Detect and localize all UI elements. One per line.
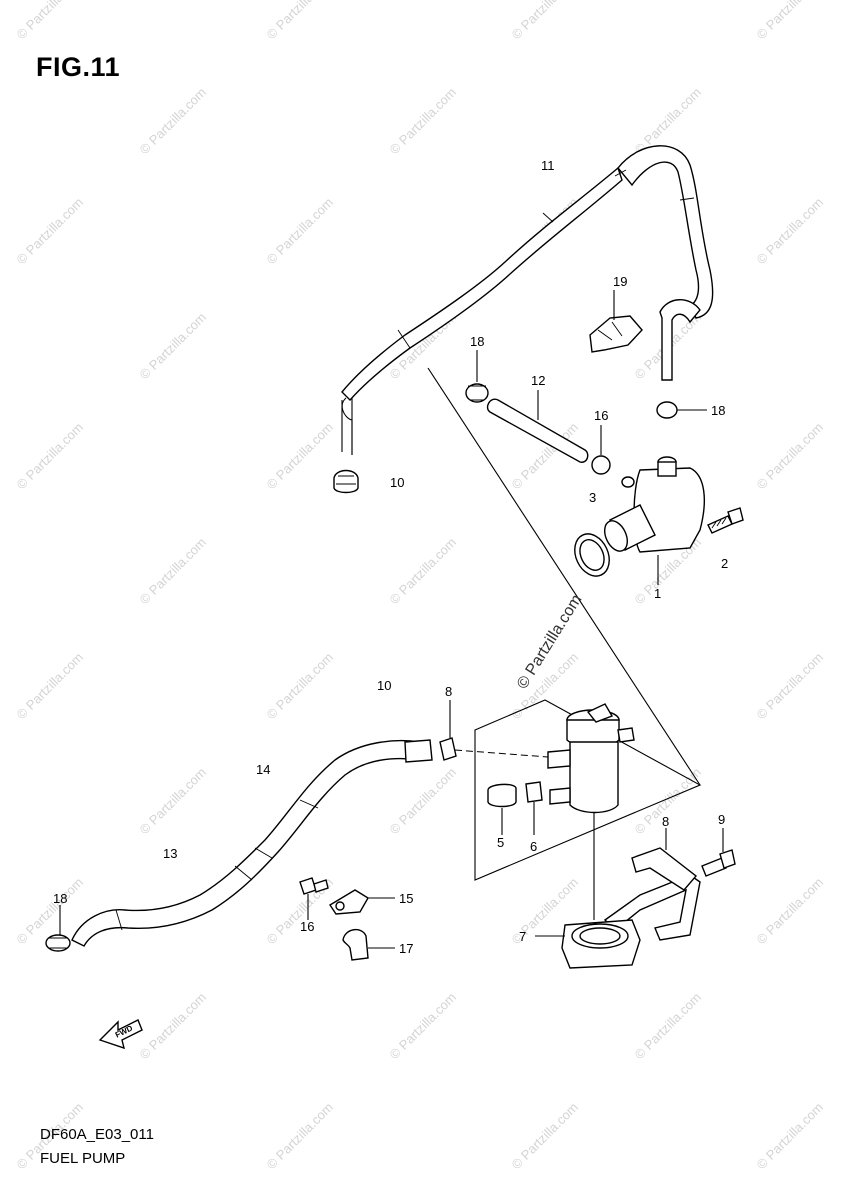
callout-8: 8 xyxy=(445,684,452,699)
callout-15: 15 xyxy=(399,891,413,906)
callout-16: 16 xyxy=(300,919,314,934)
bolt-9[interactable] xyxy=(701,828,736,877)
bolt-2[interactable] xyxy=(707,507,744,534)
watermark-text: © Partzilla.com xyxy=(264,1100,337,1173)
watermark-text: © Partzilla.com xyxy=(137,85,210,158)
watermark-text: © Partzilla.com xyxy=(509,0,582,42)
hose-clamp-18-lower[interactable] xyxy=(45,905,71,952)
watermark-layer: © Partzilla.com © Partzilla.com © Partzill… xyxy=(14,0,827,1172)
callout-labels: 11 19 18 12 18 16 3 10 2 1 10 8 14 13 5 … xyxy=(53,158,728,956)
watermark-text: © Partzilla.com xyxy=(264,420,337,493)
watermark-text: © Partzilla.com xyxy=(137,535,210,608)
callout-5: 5 xyxy=(497,835,504,850)
watermark-text: © Partzilla.com xyxy=(754,1100,827,1173)
watermark-text: © Partzilla.com xyxy=(754,875,827,948)
hose-11[interactable] xyxy=(341,145,714,455)
callout-18: 18 xyxy=(711,403,725,418)
watermark-text: © Partzilla.com xyxy=(387,990,460,1063)
callout-14: 14 xyxy=(256,762,270,777)
watermark-text: © Partzilla.com xyxy=(14,420,87,493)
callout-10: 10 xyxy=(377,678,391,693)
callout-2: 2 xyxy=(721,556,728,571)
watermark-text: © Partzilla.com xyxy=(14,195,87,268)
callout-19: 19 xyxy=(613,274,627,289)
watermark-text: © Partzilla.com xyxy=(632,990,705,1063)
callout-13: 13 xyxy=(163,846,177,861)
diagram-code: DF60A_E03_011 xyxy=(40,1126,154,1143)
fuel-pump-1[interactable] xyxy=(600,456,705,585)
watermark-text: © Partzilla.com xyxy=(754,0,827,42)
watermark-text: © Partzilla.com xyxy=(14,650,87,723)
hose-clamp-16[interactable] xyxy=(591,425,611,475)
watermark-text: © Partzilla.com xyxy=(137,990,210,1063)
watermark-text: © Partzilla.com xyxy=(754,195,827,268)
callout-9: 9 xyxy=(718,812,725,827)
watermark-text: © Partzilla.com xyxy=(509,1100,582,1173)
callout-3: 3 xyxy=(589,490,596,505)
callout-7: 7 xyxy=(519,929,526,944)
watermark-text: © Partzilla.com xyxy=(387,535,460,608)
hose-clamp-8-upper[interactable] xyxy=(439,700,457,761)
callout-12: 12 xyxy=(531,373,545,388)
hose-clamp-18-right[interactable] xyxy=(656,401,707,419)
hose-12[interactable] xyxy=(486,390,589,463)
o-ring-3[interactable] xyxy=(568,528,616,581)
clip-19[interactable] xyxy=(589,290,643,353)
bracket-8[interactable] xyxy=(603,828,701,941)
watermark-text: © Partzilla.com xyxy=(754,650,827,723)
watermark-text: © Partzilla.com xyxy=(387,765,460,838)
callout-17: 17 xyxy=(399,941,413,956)
fuel-filter[interactable] xyxy=(454,703,635,920)
callout-6: 6 xyxy=(530,839,537,854)
short-hose-5[interactable] xyxy=(487,783,517,835)
bolt-16-lower[interactable] xyxy=(299,877,329,920)
watermark-text: © Partzilla.com xyxy=(137,765,210,838)
filter-assembly-box xyxy=(474,699,702,881)
callout-16: 16 xyxy=(594,408,608,423)
hose-11-right-end xyxy=(659,299,701,381)
hose-clamp-10-upper[interactable] xyxy=(333,469,359,494)
callout-1: 1 xyxy=(654,586,661,601)
callout-18: 18 xyxy=(470,334,484,349)
watermark-text: © Partzilla.com xyxy=(264,0,337,42)
hose-clamp-6[interactable] xyxy=(525,781,543,835)
watermark-text: © Partzilla.com xyxy=(264,650,337,723)
filter-holder-7[interactable] xyxy=(535,919,641,969)
callout-8: 8 xyxy=(662,814,669,829)
watermark-text: © Partzilla.com xyxy=(264,195,337,268)
watermark-text: © Partzilla.com xyxy=(387,85,460,158)
forward-arrow-icon: FWD xyxy=(98,1019,143,1050)
hose-13-14[interactable] xyxy=(71,739,433,947)
watermark-text: © Partzilla.com xyxy=(754,420,827,493)
callout-11: 11 xyxy=(541,158,555,173)
callout-18: 18 xyxy=(53,891,67,906)
hose-clamp-18-upper[interactable] xyxy=(465,350,489,403)
diagram-name: FUEL PUMP xyxy=(40,1150,126,1167)
watermark-text: © Partzilla.com xyxy=(137,310,210,383)
figure-title: FIG.11 xyxy=(36,52,121,82)
clamp-15[interactable] xyxy=(329,889,395,915)
watermark-text: © Partzilla.com xyxy=(14,0,87,42)
callout-10: 10 xyxy=(390,475,404,490)
clip-17[interactable] xyxy=(342,929,395,961)
